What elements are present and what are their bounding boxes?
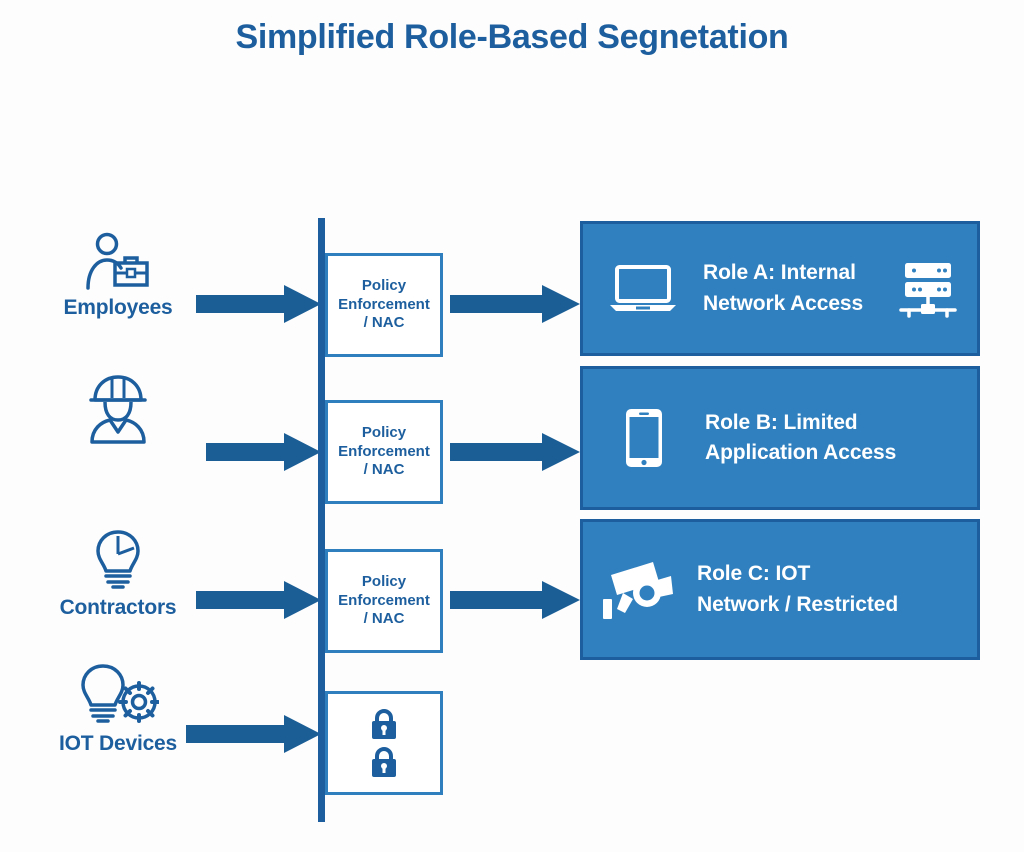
server-network-icon bbox=[897, 258, 959, 320]
policy-box-4-locks[interactable] bbox=[325, 691, 443, 795]
role-box-c[interactable]: Role C: IOT Network / Restricted bbox=[580, 519, 980, 660]
source-item-iot-devices: IOT Devices bbox=[8, 664, 228, 755]
role-box-b[interactable]: Role B: Limited Application Access bbox=[580, 366, 980, 510]
source-item-contractors: Contractors bbox=[8, 528, 228, 619]
source-to-policy-arrow-1 bbox=[196, 285, 321, 323]
policy-box-label-1: Policy Enforcement / NAC bbox=[338, 276, 430, 332]
vertical-spine-line bbox=[318, 218, 325, 822]
policy-to-role-arrow-1 bbox=[450, 285, 580, 323]
smartphone-icon bbox=[583, 407, 705, 469]
padlock-icon bbox=[369, 746, 399, 778]
role-label-b: Role B: Limited Application Access bbox=[705, 410, 897, 464]
source-to-policy-arrow-3 bbox=[196, 581, 321, 619]
security-camera-icon bbox=[583, 559, 697, 621]
laptop-icon bbox=[583, 264, 703, 313]
source-label-employees: Employees bbox=[63, 296, 173, 319]
source-to-policy-arrow-2 bbox=[206, 433, 321, 471]
policy-to-role-arrow-2 bbox=[450, 433, 580, 471]
padlock-icon bbox=[369, 708, 399, 740]
role-label-a: Role A: Internal Network Access bbox=[703, 261, 864, 315]
lightbulb-gear-icon bbox=[8, 664, 228, 726]
source-label-contractors: Contractors bbox=[59, 596, 177, 619]
policy-box-2[interactable]: Policy Enforcement / NAC bbox=[325, 400, 443, 504]
policy-box-label-2: Policy Enforcement / NAC bbox=[338, 423, 430, 479]
policy-box-1[interactable]: Policy Enforcement / NAC bbox=[325, 253, 443, 357]
hardhat-worker-icon bbox=[8, 375, 228, 444]
role-label-c: Role C: IOT Network / Restricted bbox=[697, 562, 899, 616]
source-to-policy-arrow-4 bbox=[186, 715, 321, 753]
policy-to-role-arrow-3 bbox=[450, 581, 580, 619]
policy-box-label-3: Policy Enforcement / NAC bbox=[338, 572, 430, 628]
source-label-iot-devices: IOT Devices bbox=[58, 732, 178, 755]
person-briefcase-icon bbox=[8, 228, 228, 290]
lightbulb-icon bbox=[8, 528, 228, 590]
source-item-worker bbox=[8, 375, 228, 450]
source-item-employees: Employees bbox=[8, 228, 228, 319]
policy-box-3[interactable]: Policy Enforcement / NAC bbox=[325, 549, 443, 653]
page-title: Simplified Role-Based Segnetation bbox=[235, 18, 789, 56]
role-box-a[interactable]: Role A: Internal Network Access bbox=[580, 221, 980, 356]
